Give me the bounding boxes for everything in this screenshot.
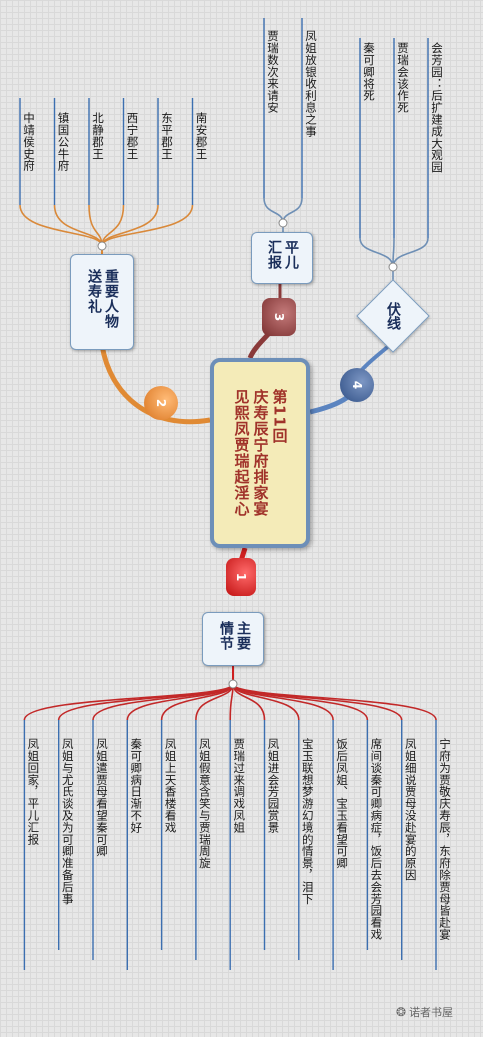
branch-4-item[interactable]: 会芳园：后扩建成大观园: [430, 42, 444, 173]
branch-4-item[interactable]: 贾瑞会该作死: [396, 42, 410, 114]
branch-number-3: 3: [262, 298, 296, 336]
wechat-icon: ❂: [396, 1005, 407, 1019]
branch-1-item[interactable]: 宁府为贾敬庆寿辰，东府除贾母皆赴宴: [438, 738, 452, 941]
branch-2-connector: [101, 204, 159, 247]
topic-foreshadow[interactable]: 伏线: [385, 302, 401, 330]
branch-1-connector: [232, 683, 369, 721]
branch-1-item[interactable]: 宝玉联想梦游幻境的情景，泪下: [300, 738, 315, 905]
branch-number-2: 2: [144, 386, 178, 420]
branch-2-item[interactable]: 东平郡王: [160, 112, 174, 160]
branch-1-item[interactable]: 凤姐细说贾母没赴宴的原因: [403, 738, 418, 881]
branch-1-connector: [23, 683, 234, 721]
branch-2-item[interactable]: 镇国公牛府: [56, 112, 71, 172]
branch-1-item[interactable]: 凤姐遣贾母看望秦可卿: [95, 738, 109, 857]
branch-2-connector: [101, 204, 194, 247]
watermark: ❂ 诺者书屋: [396, 1005, 454, 1019]
branch-1-item[interactable]: 饭后凤姐、宝玉看望可卿: [335, 738, 350, 869]
branch-1-item[interactable]: 席间谈秦可卿病症，饭后去会芳园看戏: [369, 738, 384, 941]
branch-3-item[interactable]: 贾瑞数次来请安: [266, 30, 280, 114]
branch-3-item[interactable]: 凤姐放银收利息之事: [304, 30, 318, 138]
central-topic[interactable]: 第11回庆寿辰宁府排家宴 见熙凤贾瑞起淫心: [210, 358, 310, 548]
branch-1-item[interactable]: 凤姐上天香楼看戏: [163, 738, 178, 834]
branch-number-1: 1: [226, 558, 256, 596]
branch-1-item[interactable]: 凤姐与尤氏谈及为可卿准备后事: [60, 738, 75, 905]
central-topic-title: 第11回庆寿辰宁府排家宴 见熙凤贾瑞起淫心: [232, 389, 289, 517]
branch-2-item[interactable]: 中靖侯史府: [22, 112, 36, 172]
branch-4-connector: [392, 237, 429, 268]
branch-1-item[interactable]: 凤姐进会芳园赏景: [266, 738, 281, 834]
branch-1-connector: [126, 683, 234, 721]
topic-main-plot[interactable]: 主要情节: [202, 612, 264, 666]
branch-1-item[interactable]: 贾瑞过来调戏凤姐: [232, 738, 247, 834]
branch-1-item[interactable]: 凤姐回家，平儿汇报: [26, 738, 41, 846]
topic-birthday-gifts[interactable]: 重要人物送寿礼: [70, 254, 134, 350]
branch-4-connector: [359, 237, 394, 268]
branch-4-item[interactable]: 秦可卿将死: [362, 42, 376, 102]
branch-2-item[interactable]: 西宁郡王: [125, 112, 140, 160]
branch-2-item[interactable]: 南安郡王: [194, 112, 209, 160]
branch-1-item[interactable]: 秦可卿病日渐不好: [129, 738, 144, 834]
branch-2-item[interactable]: 北静郡王: [91, 112, 105, 160]
branch-1-item[interactable]: 凤姐假意含笑与贾瑞周旋: [197, 738, 212, 869]
branch-1-connector: [232, 683, 334, 721]
branch-3-connector: [282, 197, 303, 224]
branch-2-connector: [19, 204, 103, 247]
branch-number-4: 4: [340, 368, 374, 402]
branch-3-connector: [263, 197, 284, 224]
branch-1-connector: [232, 683, 300, 721]
topic-pinger-report[interactable]: 平儿汇报: [251, 232, 313, 284]
